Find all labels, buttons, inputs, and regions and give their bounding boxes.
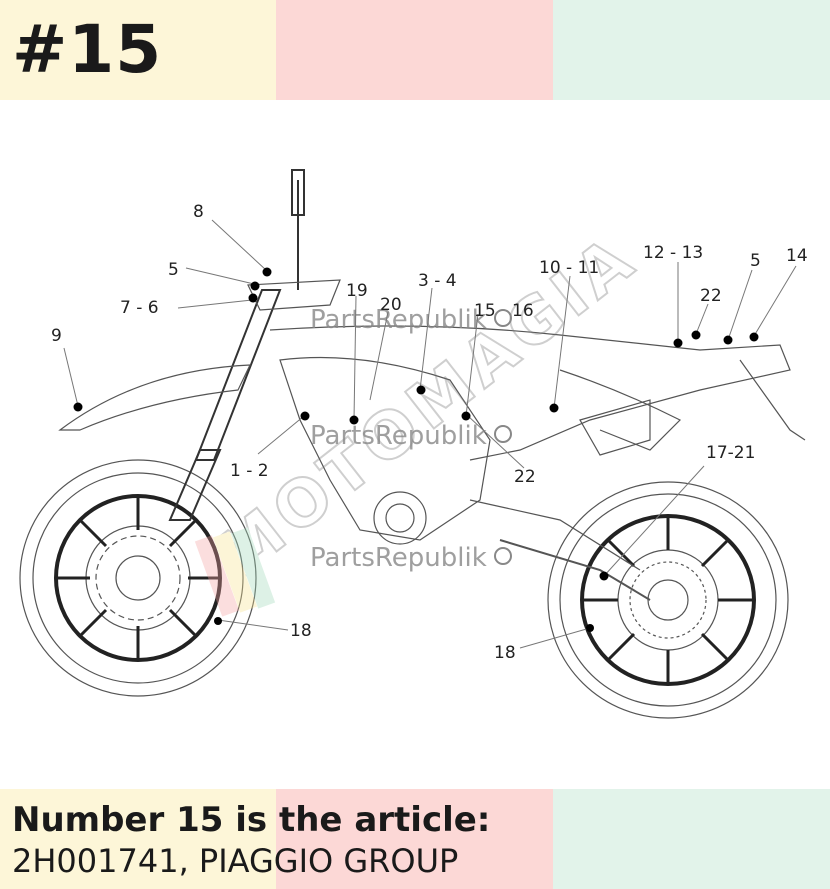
band-segment-mint: [553, 0, 830, 100]
band-segment-yellow: [0, 789, 276, 889]
callout-label: 18: [494, 643, 516, 663]
front-brake-disc: [95, 535, 181, 621]
callout-label: 3 - 4: [418, 271, 457, 291]
callout-label: 16: [512, 301, 534, 321]
callout-label: 10 - 11: [539, 258, 599, 278]
callout-label: 12 - 13: [643, 243, 703, 263]
frame-body: [269, 325, 806, 601]
band-segment-pink: [276, 789, 553, 889]
callout-label: 7 - 6: [120, 298, 159, 318]
callout-label: 17-21: [706, 443, 755, 463]
front-fork: [168, 169, 305, 521]
article-caption-subtitle: 2H001741, PIAGGIO GROUP: [12, 842, 459, 880]
watermark-text: PartsRepublik: [310, 543, 487, 573]
callout-label: 20: [380, 295, 402, 315]
watermark-text: PartsRepublik: [310, 421, 487, 451]
footer-color-band: [0, 789, 830, 889]
callout-label: 22: [700, 286, 722, 306]
rear-sprocket: [629, 561, 707, 639]
header-color-band: [0, 0, 830, 100]
front-fender: [58, 364, 251, 431]
callout-label: 14: [786, 246, 808, 266]
callout-label: 5: [750, 251, 761, 271]
callout-label: 5: [168, 260, 179, 280]
callout-label: 15: [474, 301, 496, 321]
band-segment-mint: [553, 789, 830, 889]
band-segment-yellow: [0, 0, 276, 100]
callout-label: 18: [290, 621, 312, 641]
exploded-parts-diagram: MOTOMAGIA PartsRepublik PartsRepublik Pa…: [0, 100, 830, 789]
front-wheel: [19, 459, 257, 697]
callout-label: 22: [514, 467, 536, 487]
part-number-heading: #15: [12, 11, 163, 88]
callout-label: 9: [51, 326, 62, 346]
leader-lines: [63, 219, 797, 649]
gear-icon: [494, 309, 512, 565]
rear-wheel: [547, 481, 789, 719]
watermark-text: PartsRepublik: [310, 305, 487, 335]
handlebar: [247, 279, 341, 311]
callout-label: 8: [193, 202, 204, 222]
article-caption-title: Number 15 is the article:: [12, 800, 491, 840]
callout-label: 19: [346, 281, 368, 301]
marker-dots: [73, 267, 759, 632]
callout-label: 1 - 2: [230, 461, 269, 481]
band-segment-pink: [276, 0, 553, 100]
